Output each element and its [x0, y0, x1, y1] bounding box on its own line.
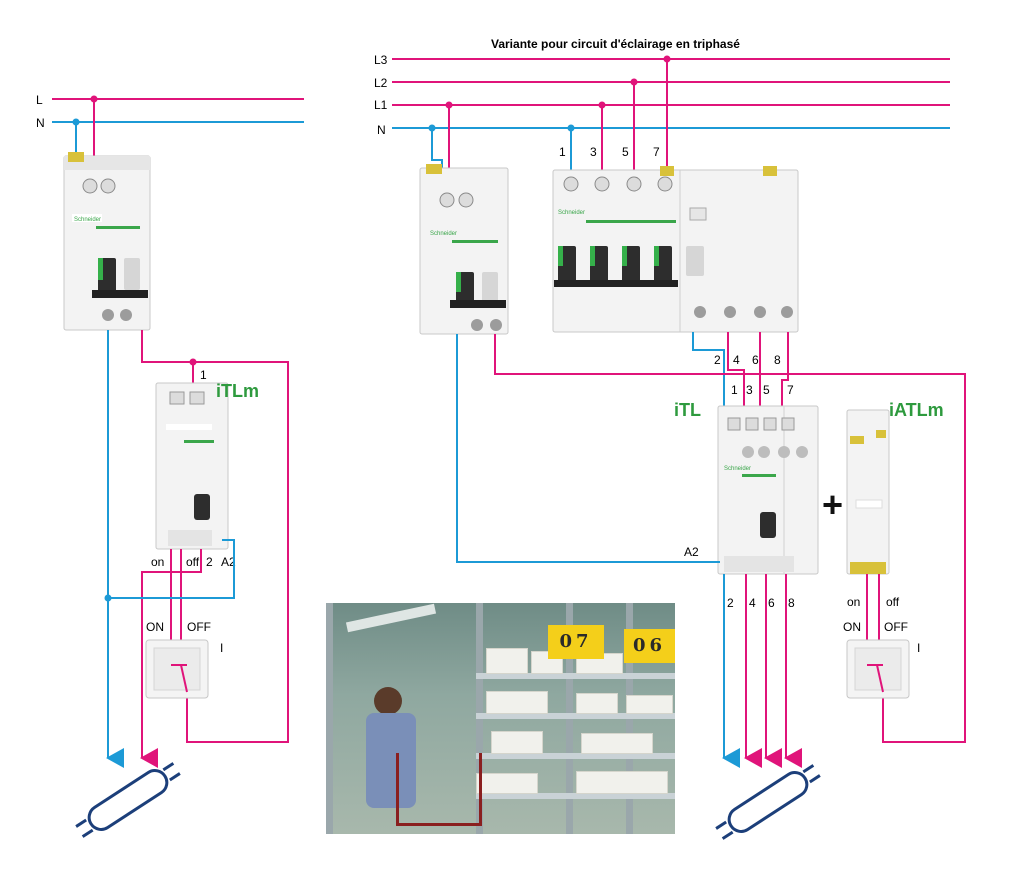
itl-terminal-5: 5 [763, 383, 770, 397]
breaker-terminal-3: 3 [590, 145, 597, 159]
left-fluorescent-lamp-icon [75, 762, 181, 838]
left-pushbutton-switch[interactable] [145, 639, 209, 699]
itlm-a2-neutral [108, 539, 235, 599]
line-label-l3: L3 [374, 53, 388, 67]
breaker-terminal-6: 6 [752, 353, 759, 367]
itl-terminal-a2: A2 [684, 545, 699, 559]
left-switch-mark: I [220, 641, 223, 655]
left-line-label-l: L [36, 93, 43, 107]
right-circuit: Variante pour circuit d'éclairage en tri… [374, 37, 966, 840]
four-pole-rcd-breaker: Schneider [552, 166, 799, 333]
worker-head [374, 687, 402, 715]
breaker-terminal-8: 8 [774, 353, 781, 367]
aisle-sign-06: 06 [624, 629, 675, 663]
left-breaker: Schneider [63, 152, 151, 331]
breaker-terminal-1: 1 [559, 145, 566, 159]
itlm-device-name: iTLm [216, 381, 259, 401]
breaker-terminal-2: 2 [714, 353, 721, 367]
plus-sign: + [822, 484, 843, 525]
itl-terminal-7: 7 [787, 383, 794, 397]
itlm-device [155, 382, 229, 550]
right-phase-feed [494, 334, 966, 743]
itlm-terminal-2: 2 [206, 555, 213, 569]
aisle-sign-07: 07 [548, 625, 604, 659]
itl-device-name: iTL [674, 400, 701, 420]
itlm-terminal-1: 1 [200, 368, 207, 382]
itl-device: Schneider [717, 405, 819, 575]
warehouse-photo: 07 06 [326, 603, 675, 834]
breaker-terminal-5: 5 [622, 145, 629, 159]
itl-terminal-8: 8 [788, 596, 795, 610]
itlm-terminal-on: on [151, 555, 164, 569]
left-switch-on-label: ON [146, 620, 164, 634]
right-switch-off-label: OFF [884, 620, 908, 634]
breaker-terminal-7: 7 [653, 145, 660, 159]
iatlm-device-name: iATLm [889, 400, 944, 420]
itl-terminal-3: 3 [746, 383, 753, 397]
line-label-l2: L2 [374, 76, 388, 90]
right-switch-mark: I [917, 641, 920, 655]
brand-logo: Schneider [724, 466, 751, 472]
brand-logo: Schneider [74, 217, 101, 223]
worker-body [366, 713, 416, 808]
itlm-lamp-output [140, 549, 202, 768]
itl-a2-neutral [456, 334, 720, 563]
iatlm-terminal-on: on [847, 595, 860, 609]
iatlm-terminal-off: off [886, 595, 900, 609]
diagram-title: Variante pour circuit d'éclairage en tri… [491, 37, 740, 51]
shopping-cart [396, 753, 482, 826]
left-line-label-n: N [36, 116, 45, 130]
line-label-l1: L1 [374, 98, 388, 112]
right-switch-on-label: ON [843, 620, 861, 634]
left-circuit: L N Schneider [36, 93, 304, 838]
left-switch-off-label: OFF [187, 620, 211, 634]
brand-logo: Schneider [430, 231, 457, 237]
itl-terminal-6: 6 [768, 596, 775, 610]
brand-logo: Schneider [558, 210, 585, 216]
junction-dot [104, 594, 112, 602]
line-label-n: N [377, 123, 386, 137]
breaker-terminal-4: 4 [733, 353, 740, 367]
iatlm-device [846, 409, 890, 575]
left-phase-feed [141, 330, 289, 743]
itlm-terminal-a2: A2 [221, 555, 236, 569]
right-breaker: Schneider [419, 164, 509, 335]
itl-terminal-1: 1 [731, 383, 738, 397]
itl-terminal-4: 4 [749, 596, 756, 610]
itlm-terminal-off: off [186, 555, 200, 569]
itl-terminal-2: 2 [727, 596, 734, 610]
right-fluorescent-lamp-icon [715, 764, 821, 840]
